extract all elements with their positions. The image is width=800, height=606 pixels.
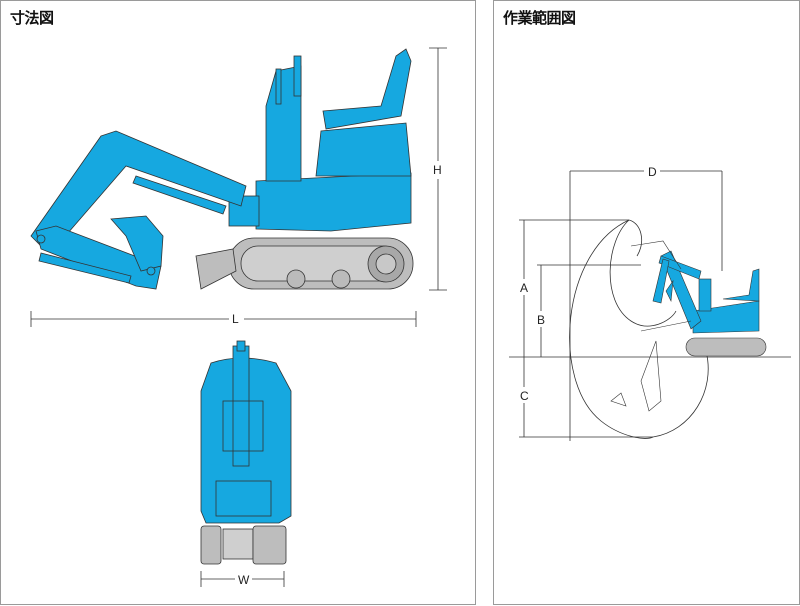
dump-height-dimension [537, 264, 641, 357]
height-dimension [429, 47, 447, 291]
boom [30, 130, 247, 247]
reach-label: D [648, 165, 657, 179]
panel-title: 作業範囲図 [503, 10, 576, 27]
bucket [110, 215, 164, 272]
max-height-label: A [520, 281, 528, 295]
working-range-panel: 作業範囲図 D [493, 0, 800, 605]
width-dimension [200, 571, 285, 587]
length-dimension [30, 311, 417, 327]
control-tower [265, 65, 302, 182]
excavator-top-view [200, 340, 292, 565]
reach-dimension [569, 170, 723, 441]
height-label: H [433, 163, 442, 177]
dump-height-label: B [537, 313, 545, 327]
panel-title: 寸法図 [10, 10, 54, 27]
max-depth-label: C [520, 389, 529, 403]
excavator-working-view [610, 240, 767, 412]
arm [35, 225, 162, 290]
length-label: L [232, 312, 239, 326]
working-envelope [569, 219, 709, 439]
excavator-dimension-drawing: H L W [30, 47, 447, 587]
dozer-blade [195, 248, 237, 290]
width-label: W [238, 573, 250, 587]
max-height-dimension [519, 219, 653, 438]
dimension-drawing-panel: 寸法図 [0, 0, 476, 605]
upper-structure [255, 172, 412, 232]
excavator-side-view [30, 48, 414, 290]
working-range-drawing: D A C B [509, 165, 791, 441]
seat [322, 48, 412, 130]
